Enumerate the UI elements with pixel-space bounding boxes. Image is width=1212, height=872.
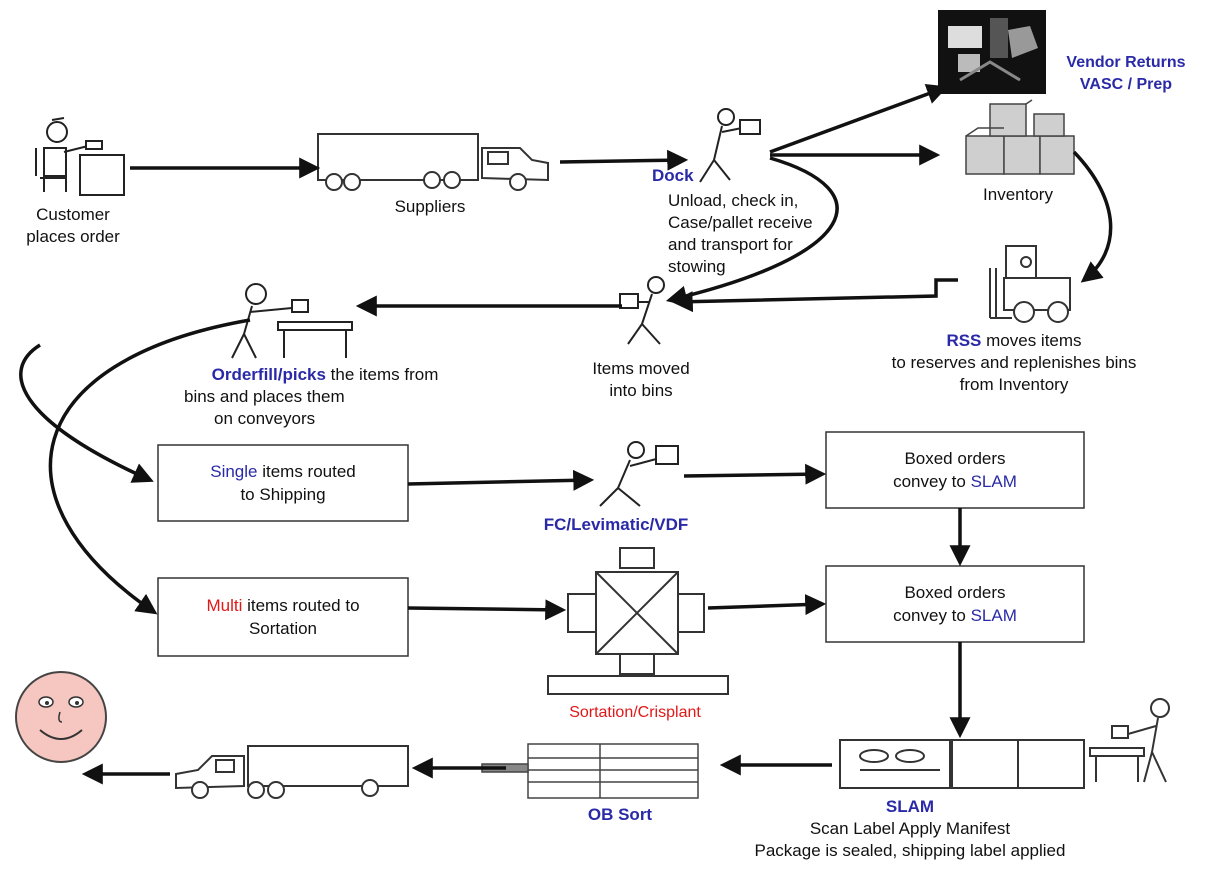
items-moved-line1: Items moved [592,359,690,378]
rss-line1: RSS moves items [844,330,1184,352]
ob-sort-label: OB Sort [587,805,653,824]
person-at-desk-icon [35,117,125,196]
inventory-label: Inventory [983,185,1053,204]
arrow-orderfill-to-single [19,343,154,483]
arrow-sorter-to-boxed2 [707,594,827,616]
suppliers-label: Suppliers [394,197,466,216]
single-title: Single [210,462,258,481]
arrow-rss-to-bins [671,278,958,313]
arrow-orderfill-to-multi [48,318,251,615]
boxed2-line2: convey to SLAM [893,604,1017,627]
orderfill-line1-rest: the items from [325,365,439,384]
dock-line4: stowing [668,257,726,276]
orderfill-title: Orderfill/picks [211,365,326,384]
boxed-orders-box-2 [825,565,1085,643]
orderfill-line1: Orderfill/picks the items from [170,364,480,386]
boxed1-line2-pre: convey to [893,472,971,491]
arrow-dock-to-bins [665,156,839,307]
outbound-truck-icon [175,745,409,799]
rss-label: RSS moves items to reserves and replenis… [844,330,1184,396]
bin-worker-icon [619,276,665,345]
vendor-returns-line1: Vendor Returns [1066,54,1186,71]
slam-title: SLAM [885,797,935,816]
single-items-box [157,444,409,522]
dock-worker-icon [699,108,761,183]
vendor-returns-label: Vendor Returns VASC / Prep [1048,52,1204,96]
dock-line3: and transport for [668,235,793,254]
boxed1-line2: convey to SLAM [893,470,1017,493]
single-line1-rest: items routed [257,462,356,481]
sortation-label: Sortation/Crisplant [569,704,701,721]
arrow-dock-to-vendor-returns [769,83,948,154]
rss-line3: from Inventory [959,375,1069,394]
customer-line2: places order [26,227,120,246]
items-moved-label: Items moved into bins [566,358,716,402]
customer-label: Customer places order [8,204,138,248]
orderfill-line2: bins and places them [184,387,345,406]
slam-machine-icon [839,698,1170,789]
vendor-returns-line2: VASC / Prep [1079,76,1173,93]
boxed1-slam: SLAM [970,472,1017,491]
orderfill-label: Orderfill/picks the items from bins and … [170,364,480,430]
ob-sort-conveyor-icon [481,743,699,799]
dock-title: Dock [652,165,694,187]
orderfill-line3: on conveyors [214,409,316,428]
boxed2-line1: Boxed orders [904,583,1006,602]
single-line2: to Shipping [240,485,326,504]
boxed-orders-box-1 [825,431,1085,509]
smiley-face-icon [15,671,107,763]
items-moved-line2: into bins [609,381,673,400]
multi-line2: Sortation [248,619,318,638]
multi-items-box [157,577,409,657]
rss-line1-rest: moves items [981,331,1082,350]
boxed1-line1: Boxed orders [904,449,1006,468]
slam-line1: Scan Label Apply Manifest [809,819,1011,838]
single-line1: Single items routed [210,460,356,483]
dock-description: Unload, check in, Case/pallet receive an… [668,190,813,278]
arrow-multi-to-sorter [407,599,567,621]
boxed-orders-2-text: Boxed orders convey to SLAM [826,566,1084,642]
rss-title: RSS [946,331,982,350]
single-items-text: Single items routed to Shipping [158,445,408,521]
boxed-orders-1-text: Boxed orders convey to SLAM [826,432,1084,508]
running-worker-icon [599,441,679,507]
rss-line2: to reserves and replenishes bins [891,353,1137,372]
forklift-icon [989,245,1071,323]
boxed2-line2-pre: convey to [893,606,971,625]
fc-label: FC/Levimatic/VDF [543,515,689,534]
vendor-returns-photo-icon [938,10,1046,94]
arrow-suppliers-to-dock [559,149,689,171]
multi-title: Multi [206,596,243,615]
dock-title-text: Dock [652,166,694,185]
inventory-boxes-icon [965,99,1075,175]
multi-line1-rest: items routed to [242,596,360,615]
dock-line1: Unload, check in, [668,191,799,210]
sorter-machine-icon [547,547,729,695]
dock-line2: Case/pallet receive [668,213,813,232]
slam-line2: Package is sealed, shipping label applie… [754,841,1066,860]
arrow-inventory-to-rss [1072,150,1113,283]
customer-line1: Customer [36,205,110,224]
slam-label: SLAM Scan Label Apply Manifest Package i… [690,796,1130,862]
boxed2-slam: SLAM [970,606,1017,625]
multi-items-text: Multi items routed to Sortation [158,578,408,656]
arrow-fc-to-boxed1 [683,463,827,485]
multi-line1: Multi items routed to [206,594,359,617]
supplier-truck-icon [317,133,549,191]
flow-arrows [19,83,1113,785]
arrow-single-to-fc [407,469,595,491]
